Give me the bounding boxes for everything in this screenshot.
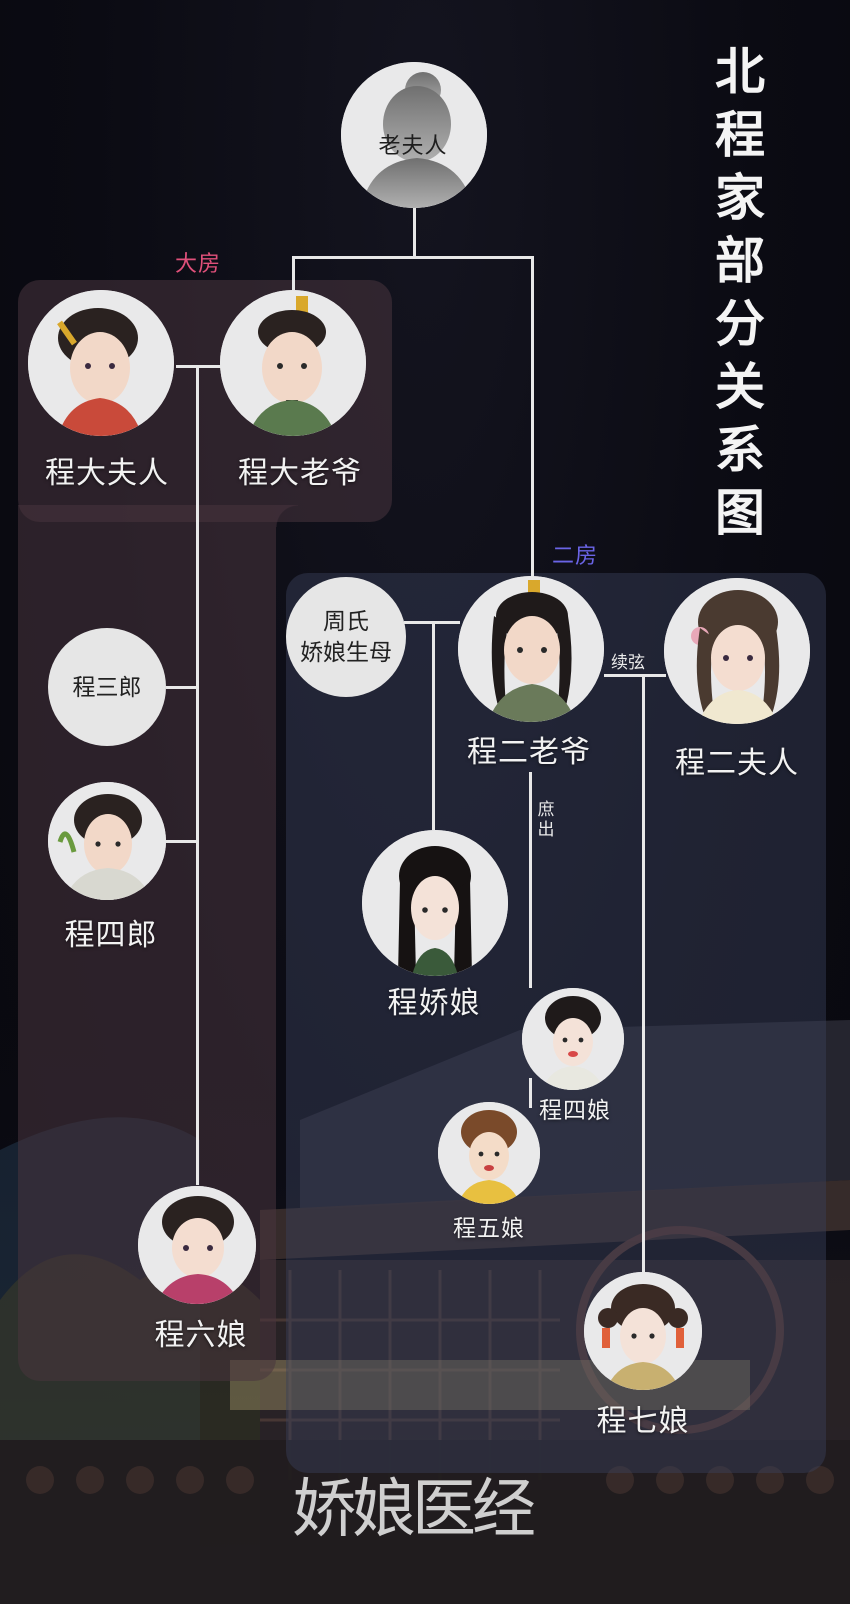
portrait-si-niang xyxy=(522,988,624,1090)
label-zhou-line1: 周氏 xyxy=(323,608,369,634)
label-da-lord: 程大老爷 xyxy=(238,457,362,490)
girl-portrait-icon xyxy=(138,1186,256,1304)
portrait-er-lord xyxy=(458,576,604,722)
portrait-grandmother xyxy=(341,62,487,208)
label-da-wife: 程大夫人 xyxy=(45,457,169,490)
girl-portrait-icon xyxy=(584,1272,702,1390)
connector-line xyxy=(176,365,222,368)
label-wu-niang: 程五娘 xyxy=(453,1215,525,1241)
relation-label-second-wife: 续弦 xyxy=(611,653,645,672)
node-san-lang: 程三郎 xyxy=(48,628,166,746)
portrait-da-lord xyxy=(220,290,366,436)
connector-line xyxy=(531,256,534,578)
chart-title: 北程家部分关系图 xyxy=(715,42,765,542)
connector-line xyxy=(166,840,198,843)
portrait-er-wife xyxy=(664,578,810,724)
silhouette-icon xyxy=(341,62,487,208)
portrait-da-wife xyxy=(28,290,174,436)
lady-portrait-icon xyxy=(664,578,810,724)
connector-line xyxy=(292,256,534,259)
girl-portrait-icon xyxy=(438,1102,540,1204)
branch-label-er: 二房 xyxy=(552,543,599,568)
girl-portrait-icon xyxy=(362,830,508,976)
relation-label-concubine-born: 庶出 xyxy=(537,800,555,839)
label-si-niang: 程四娘 xyxy=(539,1097,611,1123)
label-jiao-niang: 程娇娘 xyxy=(387,987,481,1020)
portrait-qi-niang xyxy=(584,1272,702,1390)
portrait-si-lang xyxy=(48,782,166,900)
connector-line xyxy=(292,256,295,290)
connector-line xyxy=(196,365,199,1185)
girl-portrait-icon xyxy=(522,988,624,1090)
young-man-portrait-icon xyxy=(48,782,166,900)
label-si-lang: 程四郎 xyxy=(64,919,158,952)
label-liu-niang: 程六娘 xyxy=(154,1319,248,1352)
connector-line xyxy=(413,208,416,258)
lord-portrait-icon xyxy=(220,290,366,436)
portrait-wu-niang xyxy=(438,1102,540,1204)
label-er-lord: 程二老爷 xyxy=(467,736,591,769)
label-zhou-line2: 娇娘生母 xyxy=(300,639,392,665)
label-er-wife: 程二夫人 xyxy=(675,747,799,780)
label-san-lang: 程三郎 xyxy=(72,673,142,700)
node-zhou-shi: 周氏 娇娘生母 xyxy=(286,577,406,697)
label-grandmother: 老夫人 xyxy=(378,133,448,158)
lord-portrait-icon xyxy=(458,576,604,722)
branch-da-panel-corner xyxy=(276,505,298,527)
connector-line xyxy=(529,1078,532,1108)
lady-portrait-icon xyxy=(28,290,174,436)
portrait-jiao-niang xyxy=(362,830,508,976)
connector-line xyxy=(166,686,198,689)
branch-label-da: 大房 xyxy=(175,251,222,276)
logo-text: 娇娘医经 xyxy=(292,1473,536,1547)
portrait-liu-niang xyxy=(138,1186,256,1304)
label-qi-niang: 程七娘 xyxy=(596,1405,690,1438)
connector-line xyxy=(642,674,645,1274)
connector-line xyxy=(604,674,666,677)
connector-line xyxy=(529,772,532,988)
series-logo: 娇娘医经 xyxy=(292,1458,536,1550)
connector-line xyxy=(432,621,435,830)
